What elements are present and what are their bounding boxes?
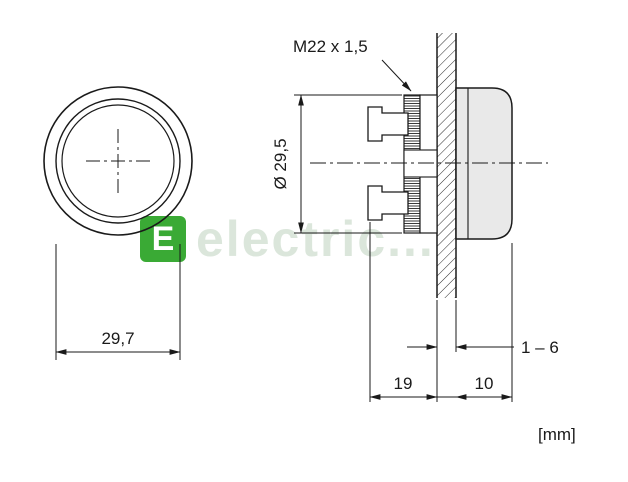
thread-leader-line bbox=[381, 59, 412, 92]
panel-hatch bbox=[437, 33, 456, 298]
front-button-circle bbox=[61, 104, 175, 218]
front-width-dimension bbox=[55, 244, 181, 360]
watermark-logo-letter: E bbox=[151, 220, 175, 258]
front-bezel-circle bbox=[55, 98, 181, 224]
depth-behind-label: 19 bbox=[394, 374, 413, 393]
fixing-clip-bottom bbox=[367, 185, 409, 221]
front-center-cross bbox=[86, 129, 150, 193]
fixing-clip-top bbox=[367, 106, 409, 142]
depth-dimensions bbox=[369, 222, 513, 402]
thread-label: M22 x 1,5 bbox=[293, 37, 368, 56]
front-outer-circle bbox=[43, 86, 193, 236]
panel-thickness-label: 1 – 6 bbox=[521, 338, 559, 357]
depth-front-label: 10 bbox=[475, 374, 494, 393]
watermark-logo: E bbox=[140, 216, 186, 262]
panel-thickness-dimension bbox=[407, 300, 514, 402]
front-view: 29,7 bbox=[43, 86, 193, 360]
panel-wall bbox=[436, 33, 457, 298]
watermark-text: electric... bbox=[196, 211, 435, 267]
diameter-dimension bbox=[294, 94, 402, 234]
units-label: [mm] bbox=[538, 425, 576, 444]
diameter-label: Ø 29,5 bbox=[271, 138, 290, 189]
front-width-label: 29,7 bbox=[101, 329, 134, 348]
watermark: E electric... bbox=[140, 214, 435, 264]
side-view: M22 x 1,5 Ø 29,5 1 – 6 bbox=[271, 33, 559, 402]
